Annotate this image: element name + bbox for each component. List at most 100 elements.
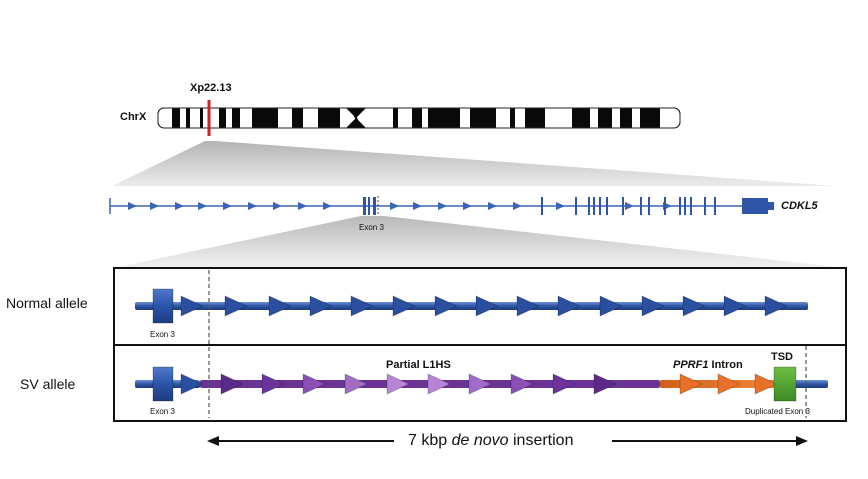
gene-direction-arrow	[175, 202, 184, 210]
chromosome-band	[572, 108, 590, 128]
gene-direction-arrow	[273, 202, 282, 210]
l1hs-direction-arrow	[261, 373, 285, 395]
gene-exon	[679, 197, 681, 215]
pprf1-direction-arrow	[679, 373, 703, 395]
normal-direction-arrow	[557, 295, 581, 317]
normal-direction-arrow	[764, 295, 788, 317]
normal-direction-arrow	[723, 295, 747, 317]
normal-direction-arrow	[350, 295, 374, 317]
pprf1-gene-name: PPRF1	[673, 359, 709, 371]
chromosome-band	[620, 108, 632, 128]
chromosome-band	[318, 108, 340, 128]
gene-direction-arrow	[198, 202, 207, 210]
gene-direction-arrow	[150, 202, 159, 210]
normal-direction-arrow	[392, 295, 416, 317]
l1hs-direction-arrow	[552, 373, 576, 395]
l1hs-direction-arrow	[220, 373, 244, 395]
chromosome-band	[640, 108, 660, 128]
chromosome-band	[470, 108, 496, 128]
gene-exon	[373, 197, 376, 215]
chromosome-outline	[157, 107, 681, 129]
gene-direction-arrow	[556, 202, 565, 210]
l1hs-label: Partial L1HS	[386, 359, 451, 371]
gene-direction-arrow	[625, 202, 634, 210]
chromosome-band	[393, 108, 398, 128]
gene-exon	[714, 197, 716, 215]
normal-direction-arrow	[516, 295, 540, 317]
gene-direction-arrow	[248, 202, 257, 210]
chromosome-ideogram	[157, 107, 681, 129]
chromosome-band	[525, 108, 545, 128]
l1hs-direction-arrow	[593, 373, 617, 395]
gene-direction-arrow	[438, 202, 447, 210]
pprf1-direction-arrow	[754, 373, 778, 395]
zoom-wedge-chromosome	[112, 141, 836, 186]
sv-exon3	[152, 366, 174, 402]
gene-exon	[640, 197, 642, 215]
l1hs-direction-arrow	[344, 373, 368, 395]
chromosome-band	[186, 108, 190, 128]
gene-direction-arrow	[128, 202, 137, 210]
gene-last-exon	[742, 198, 768, 214]
normal-direction-arrow	[434, 295, 458, 317]
gene-exon	[363, 197, 366, 215]
sv-allele-track	[135, 366, 828, 402]
normal-backbone	[135, 302, 808, 310]
gene-direction-arrow	[413, 202, 422, 210]
sv-flank-right	[795, 380, 828, 388]
normal-allele-label: Normal allele	[6, 295, 88, 311]
gene-model	[109, 196, 774, 216]
normal-exon3	[152, 288, 174, 324]
gene-exon	[704, 197, 706, 215]
gene-direction-arrow	[513, 202, 522, 210]
normal-direction-arrow	[309, 295, 333, 317]
insertion-size: 7 kbp	[408, 432, 448, 449]
gene-direction-arrow	[463, 202, 472, 210]
gene-direction-arrow	[323, 202, 332, 210]
gene-direction-arrow	[390, 202, 399, 210]
gene-exon	[575, 197, 577, 215]
gene-direction-arrow	[298, 202, 307, 210]
l1hs-direction-arrow	[427, 373, 451, 395]
gene-exon	[606, 197, 608, 215]
gene-exon	[648, 197, 650, 215]
pprf1-intron-label: PPRF1 Intron	[673, 359, 743, 371]
pprf1-suffix: Intron	[708, 359, 743, 371]
l1hs-direction-arrow	[510, 373, 534, 395]
normal-direction-arrow	[268, 295, 292, 317]
gene-utr	[768, 202, 774, 210]
normal-direction-arrow	[641, 295, 665, 317]
tsd-label: TSD	[771, 351, 793, 363]
gene-exon	[690, 197, 692, 215]
chromosome-band	[598, 108, 612, 128]
l1hs-direction-arrow	[302, 373, 326, 395]
normal-direction-arrow	[224, 295, 248, 317]
chromosome-band	[232, 108, 240, 128]
sv-allele-label: SV allele	[20, 376, 76, 392]
chromosome-band	[428, 108, 460, 128]
gene-exon	[588, 197, 590, 215]
zoom-wedge-gene	[113, 216, 846, 268]
duplicated-exon-label: Duplicated Exon 3	[745, 407, 810, 416]
chromosome-band	[510, 108, 515, 128]
sv-flank-arrow	[180, 373, 204, 395]
chromosome-band	[219, 108, 226, 128]
gene-name: CDKL5	[781, 200, 818, 212]
pprf1-direction-arrow	[717, 373, 741, 395]
chromosome-band	[252, 108, 278, 128]
centromere-stroke	[351, 109, 361, 127]
insertion-label: 7 kbp de novo insertion	[408, 432, 573, 450]
chromosome-band	[292, 108, 303, 128]
gene-exon	[599, 197, 601, 215]
gene-direction-arrow	[223, 202, 232, 210]
gene-exon	[368, 197, 370, 215]
gene-exon	[541, 197, 543, 215]
sv-exon-label: Exon 3	[150, 407, 175, 416]
centromere-bottom	[346, 118, 366, 128]
gene-exon	[664, 197, 666, 215]
gene-direction-arrow	[488, 202, 497, 210]
chromosome-band	[172, 108, 180, 128]
normal-allele-track	[135, 288, 808, 324]
tsd-duplicated-exon3	[773, 366, 797, 402]
